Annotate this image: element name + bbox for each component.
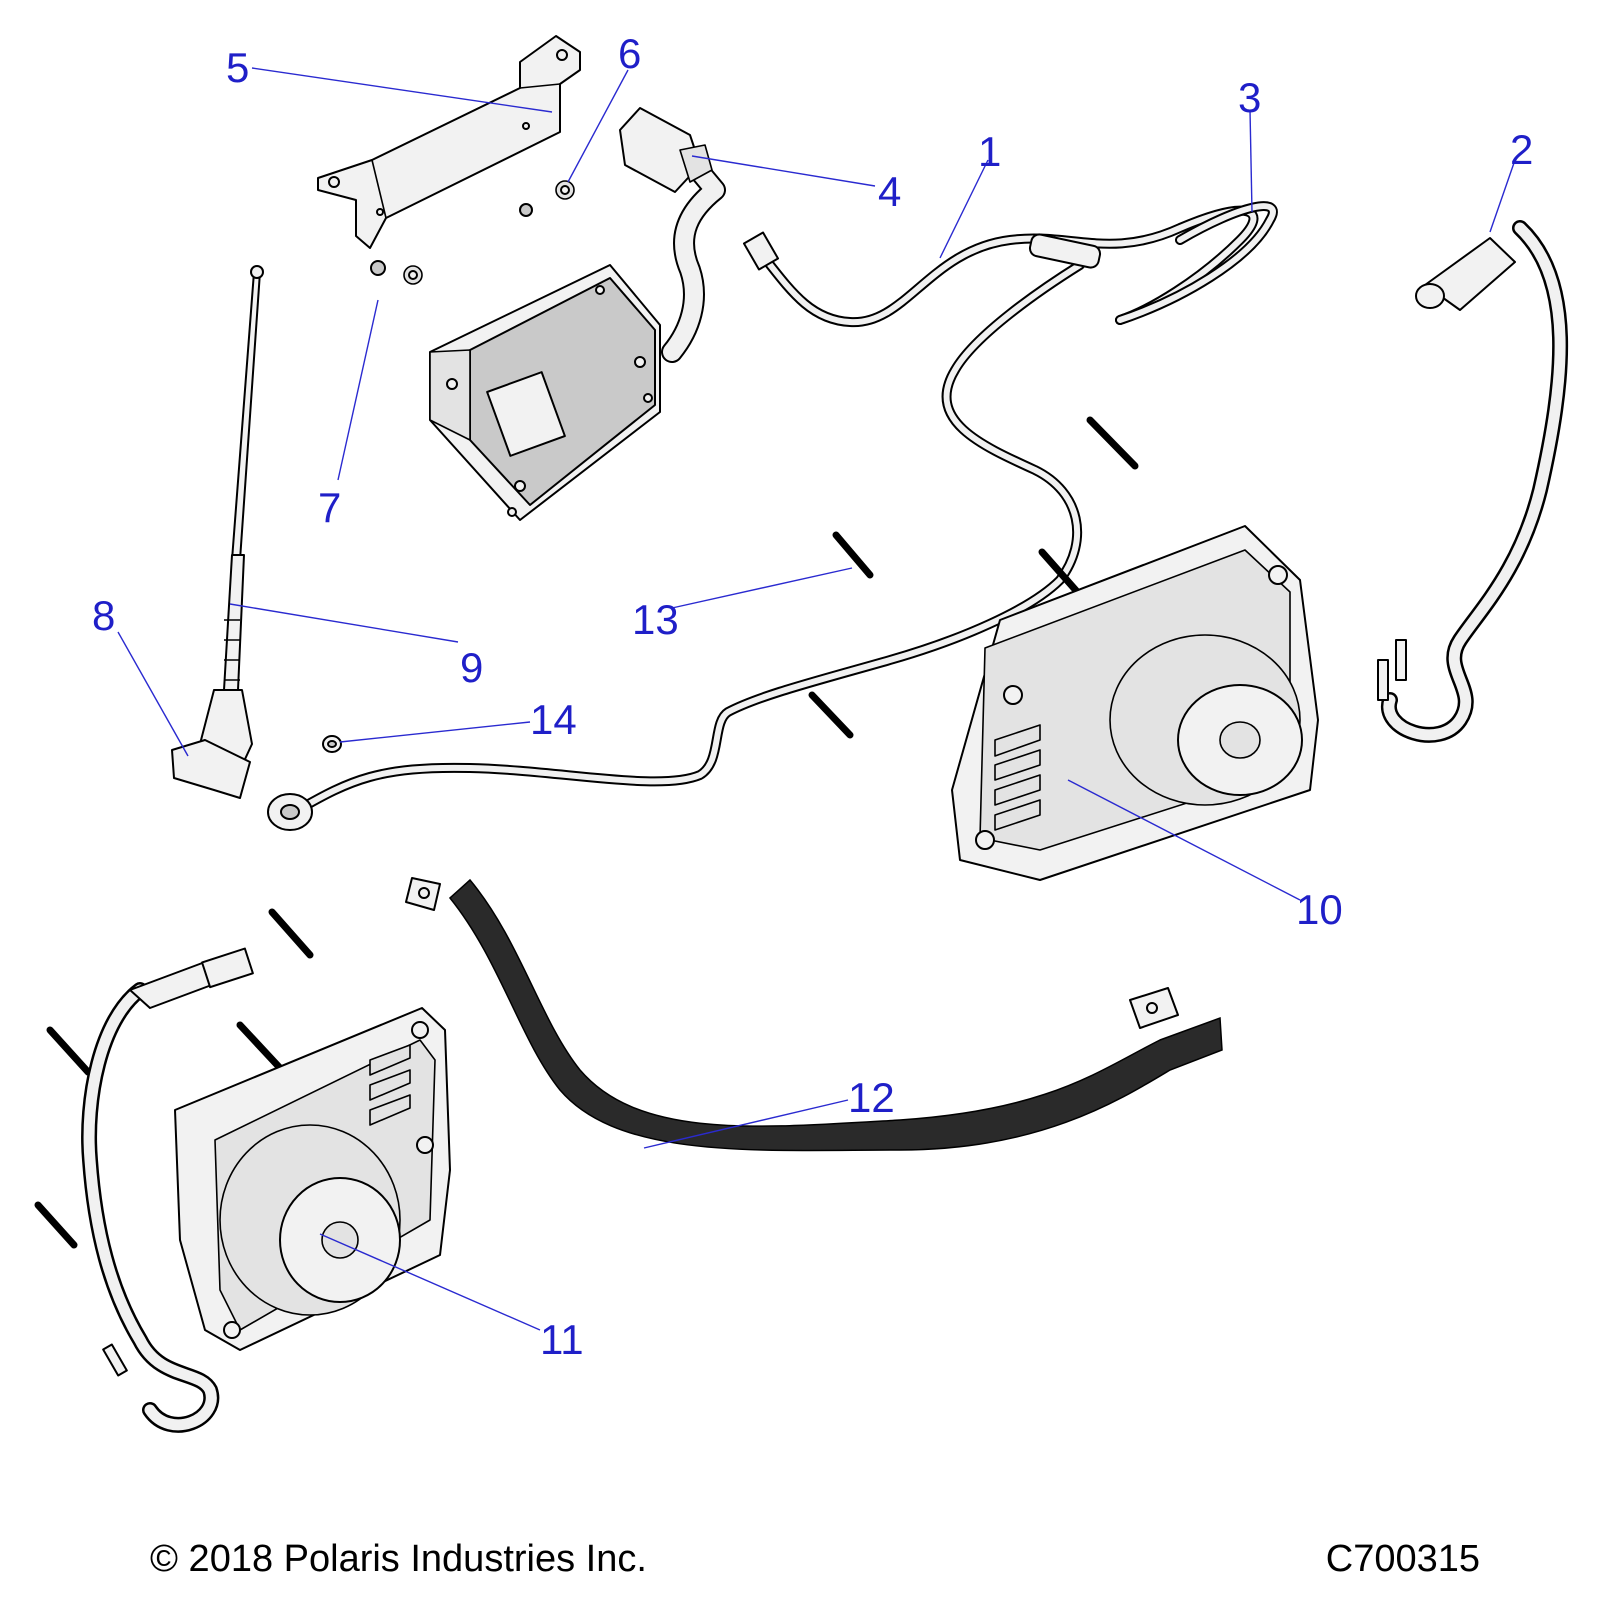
callout-1: 1 [978, 128, 1001, 175]
callout-4: 4 [878, 168, 901, 215]
speaker-harness-right [1377, 220, 1569, 743]
callout-11: 11 [540, 1316, 584, 1363]
callout-10: 10 [1296, 886, 1343, 933]
amplifier-harness [619, 107, 726, 363]
speaker-harness-left [81, 947, 254, 1433]
grommet [322, 735, 342, 753]
antenna-mast [223, 265, 264, 691]
leader-lines [117, 67, 1516, 1331]
callout-13: 13 [632, 596, 679, 643]
callout-6: 6 [618, 30, 641, 77]
callout-5: 5 [226, 44, 249, 91]
callout-8: 8 [92, 592, 115, 639]
antenna-base [171, 689, 253, 799]
copyright-notice: © 2018 Polaris Industries Inc. [150, 1538, 647, 1580]
ground-strap [405, 877, 1223, 1152]
speaker-pod-left [174, 1007, 451, 1351]
antenna-cable [267, 201, 1278, 831]
callout-2: 2 [1510, 126, 1533, 173]
callout-3: 3 [1238, 74, 1261, 121]
speaker-pod-right [951, 525, 1319, 881]
callout-12: 12 [848, 1074, 895, 1121]
flange-nut [519, 180, 575, 217]
callout-7: 7 [318, 484, 341, 531]
callout-labels: 1 2 3 4 5 6 7 8 9 10 11 12 13 14 [92, 30, 1533, 1363]
amplifier-module [429, 264, 661, 521]
callout-14: 14 [530, 696, 577, 743]
screws [34, 416, 1139, 1249]
callout-9: 9 [460, 644, 483, 691]
hex-nut [370, 260, 423, 285]
drawing-number: C700315 [1325, 1538, 1480, 1580]
mounting-bracket [317, 35, 581, 249]
